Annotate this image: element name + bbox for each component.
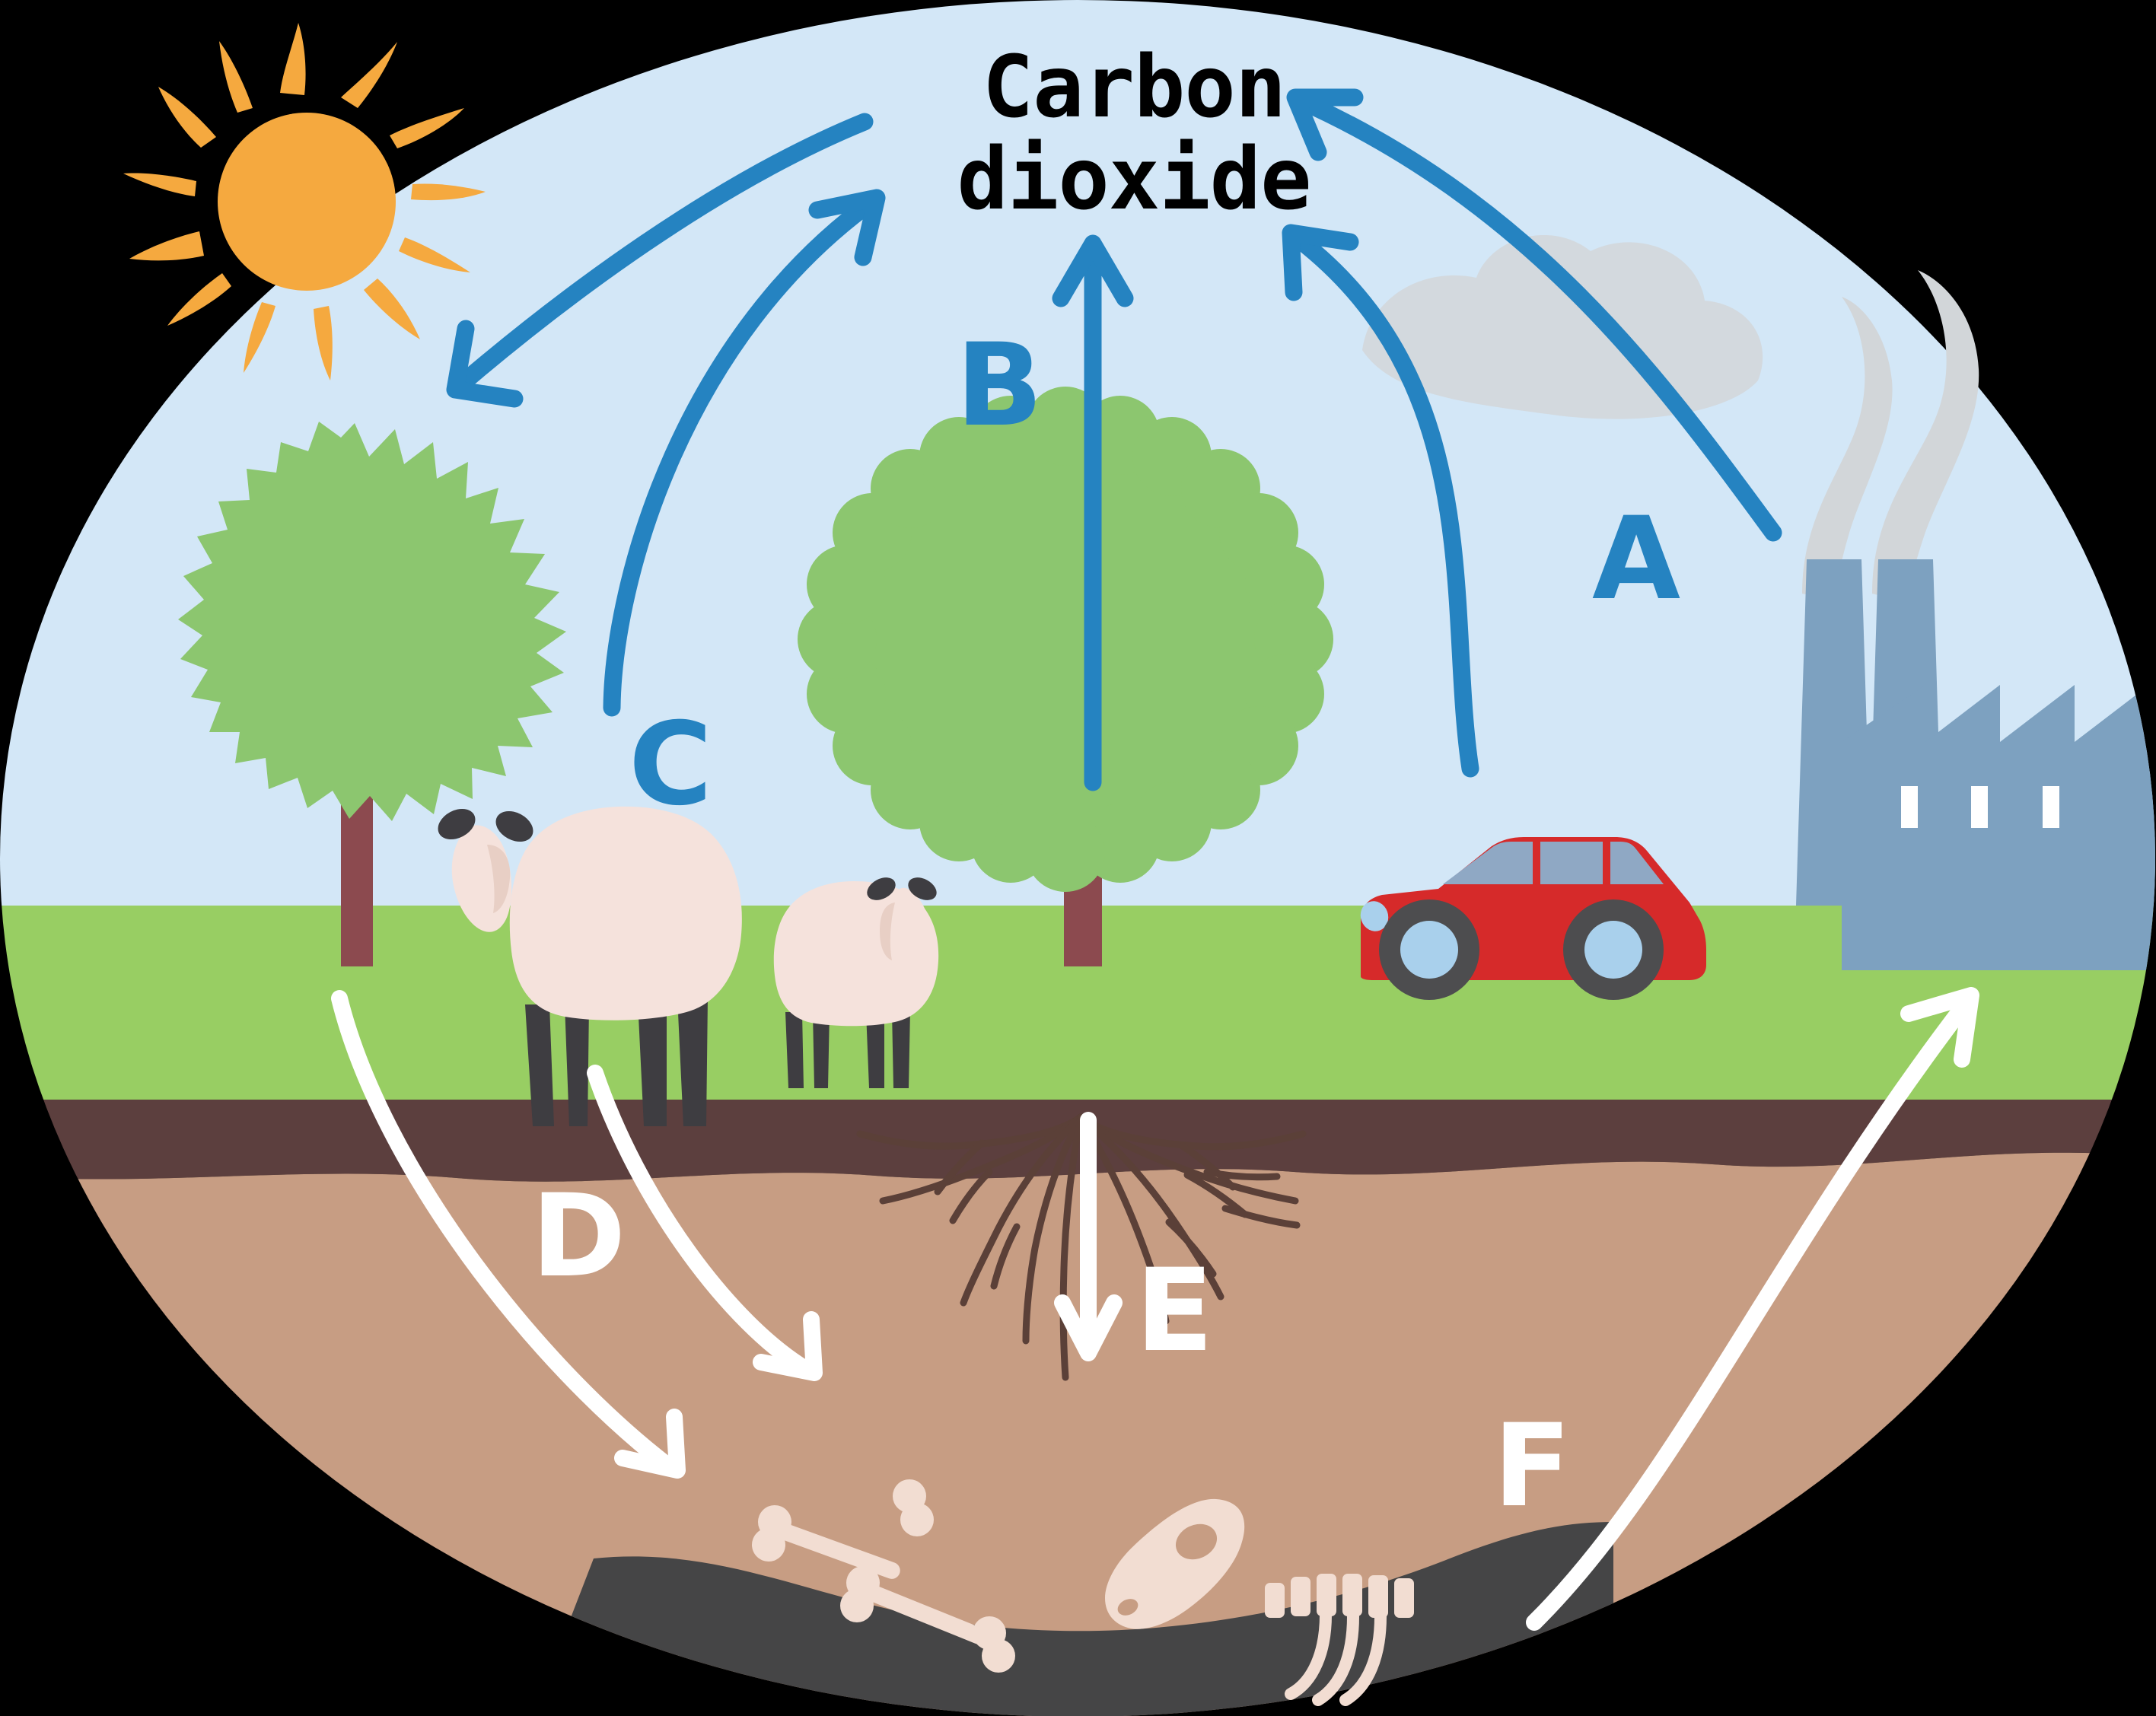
fossil-extraction-arrow: [1526, 996, 1973, 1631]
label-a: A: [1592, 493, 1681, 626]
sheep-large-body: [509, 806, 742, 1020]
sun-to-tree-arrow: [447, 113, 874, 397]
ribs: [1285, 1609, 1387, 1706]
sun-disc: [218, 113, 396, 291]
sheep-large-muzzle: [487, 845, 511, 913]
title-line-1: Carbon: [982, 38, 1287, 137]
car-window-windshield: [1443, 842, 1533, 884]
car-emission-arrowhead: [1282, 224, 1359, 301]
tree-left-canopy: [178, 422, 566, 821]
sun: [123, 23, 486, 380]
fossil-extraction-arrowhead: [1900, 987, 1979, 1068]
tree-roots: [856, 1113, 1307, 1381]
bones: [752, 1479, 1414, 1706]
animal-decay-arrowhead: [753, 1311, 823, 1381]
page-title: Carbon dioxide: [898, 42, 1370, 226]
sun-to-tree-arrowhead: [446, 320, 524, 408]
sheep-small: [773, 877, 939, 1088]
factory-window: [2043, 786, 2059, 828]
sheep-small-ear-right: [908, 877, 937, 900]
factory-body: [1842, 685, 2155, 970]
bone-lower: [840, 1566, 1015, 1673]
tree-left: [178, 422, 566, 966]
tree-decay-arrowhead: [614, 1409, 686, 1479]
sheep-large: [438, 806, 742, 1126]
car-hubcap-front: [1400, 921, 1458, 979]
bone-upper: [752, 1479, 934, 1579]
factory-window: [1901, 786, 1918, 828]
car-window-rear: [1610, 842, 1664, 884]
label-b: B: [956, 320, 1043, 452]
root-storage-arrowhead: [1054, 1294, 1123, 1361]
sheep-small-muzzle: [880, 903, 895, 960]
white-arrows: [331, 987, 1979, 1631]
vertebrae: [1265, 1574, 1414, 1618]
sheep-small-ear-left: [867, 877, 896, 900]
car-headlight: [1360, 901, 1389, 931]
factory-window: [1971, 786, 1988, 828]
factory: [1796, 559, 2155, 970]
photosynthesis-arrowhead: [808, 189, 886, 266]
plant-respiration-arrowhead: [1052, 234, 1134, 307]
sun-rays: [123, 23, 486, 380]
label-f: F: [1493, 1400, 1572, 1533]
car-hubcap-rear: [1584, 921, 1642, 979]
photosynthesis-arrow: [603, 190, 884, 717]
sheep-small-head: [882, 887, 929, 969]
sheep-large-legs: [525, 997, 708, 1126]
factory-smoke: [1362, 234, 1979, 603]
label-c: C: [629, 699, 713, 831]
sheep-large-ear-left: [438, 808, 476, 840]
skull-nostril: [1117, 1599, 1139, 1616]
car-emission-arrow: [1283, 225, 1479, 778]
sheep-large-ear-right: [495, 810, 533, 842]
animal-decay-arrow: [587, 1065, 815, 1378]
sheep-small-legs: [785, 1011, 910, 1088]
factory-emission-arrowhead: [1286, 88, 1364, 161]
title-line-2: dioxide: [957, 129, 1311, 229]
label-e: E: [1135, 1245, 1214, 1377]
factory-emission-arrow: [1288, 90, 1782, 542]
car: [1360, 837, 1706, 1000]
skull-eye: [1175, 1523, 1218, 1560]
car-window-front: [1540, 842, 1603, 884]
soil-layer: [0, 1152, 2155, 1716]
tree-decay-arrow: [331, 990, 678, 1476]
blue-arrows: [446, 88, 1782, 791]
label-d: D: [531, 1170, 626, 1303]
